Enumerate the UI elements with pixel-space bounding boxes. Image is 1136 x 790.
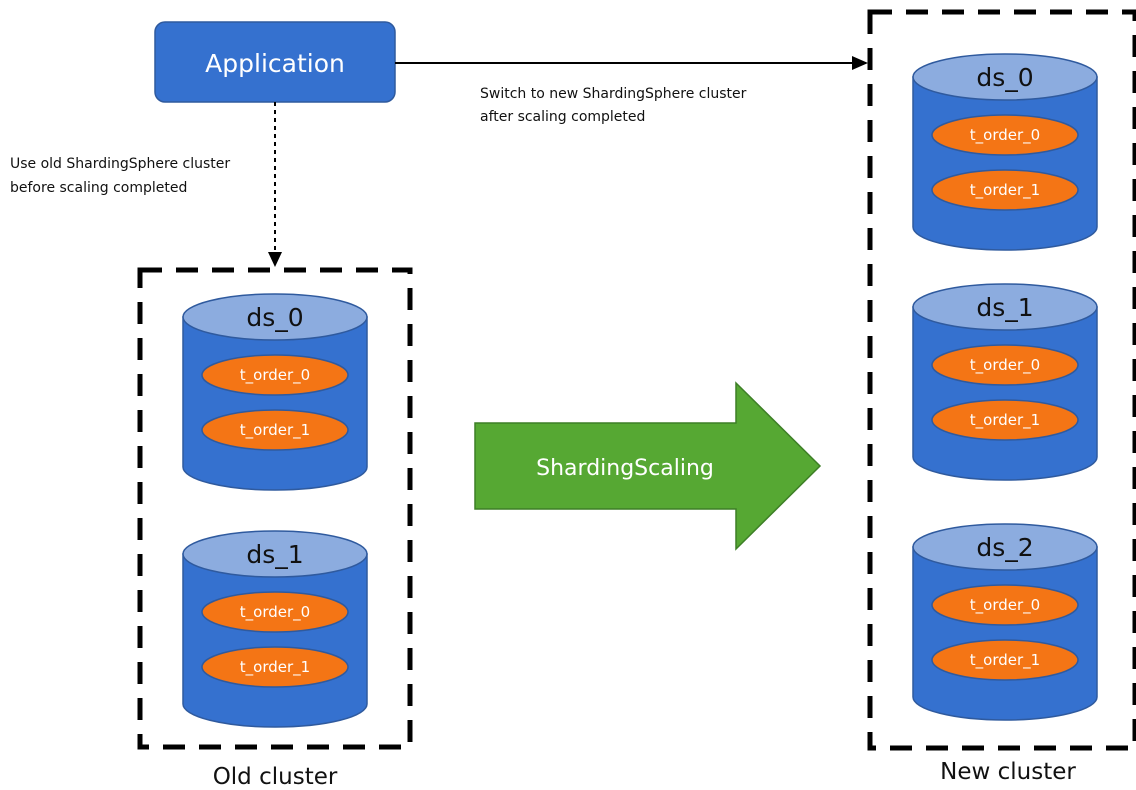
application-node: Application — [154, 21, 396, 103]
db-cylinder-top — [912, 283, 1098, 331]
switch-arrow-head — [852, 56, 868, 70]
table-shard-ellipse — [931, 169, 1079, 211]
db-cylinder-top — [912, 53, 1098, 101]
scaling-arrow-shape — [474, 381, 822, 551]
table-shard-label: t_order_0 — [970, 356, 1040, 375]
table-shard-label: t_order_1 — [240, 658, 310, 677]
db-cylinder-body — [182, 553, 368, 728]
old-cluster-border — [137, 267, 413, 750]
new-path-note-line-1: Switch to new ShardingSphere cluster — [480, 86, 747, 102]
table-shard-ellipse — [931, 344, 1079, 386]
db-cylinder-body — [912, 306, 1098, 481]
old-path-note-line-2: before scaling completed — [10, 180, 187, 196]
table-shard-ellipse — [201, 591, 349, 633]
table-shard-ellipse — [931, 399, 1079, 441]
new-path-note-line-2: after scaling completed — [480, 109, 645, 125]
db-cylinder-top — [912, 523, 1098, 571]
table-shard-ellipse — [931, 584, 1079, 626]
old-db-0: ds_0 t_order_0 t_order_1 — [182, 293, 368, 491]
table-shard-ellipse — [201, 409, 349, 451]
db-cylinder-body — [912, 546, 1098, 721]
table-shard-ellipse — [931, 114, 1079, 156]
old-cluster-databases: ds_0 t_order_0 t_order_1 ds_1 t_order_0 t_ord… — [182, 293, 368, 728]
old-db-1: ds_1 t_order_0 t_order_1 — [182, 530, 368, 728]
new-db-1: ds_1 t_order_0 t_order_1 — [912, 283, 1098, 481]
old-path-connector: Use old ShardingSphere cluster before sc… — [10, 102, 282, 267]
table-shard-ellipse — [201, 354, 349, 396]
table-shard-label: t_order_0 — [240, 603, 310, 622]
db-name-label: ds_2 — [976, 533, 1033, 562]
old-cluster-caption: Old cluster — [213, 764, 338, 790]
db-name-label: ds_1 — [976, 293, 1033, 322]
db-cylinder-top — [182, 293, 368, 341]
old-path-note-line-1: Use old ShardingSphere cluster — [10, 156, 230, 172]
table-shard-label: t_order_1 — [970, 411, 1040, 430]
table-shard-label: t_order_0 — [240, 366, 310, 385]
table-shard-ellipse — [931, 639, 1079, 681]
db-name-label: ds_0 — [246, 303, 303, 332]
new-db-0: ds_0 t_order_0 t_order_1 — [912, 53, 1098, 251]
old-cluster: Old cluster ds_0 t_order_0 t_order_1 ds_1 t_… — [137, 267, 413, 790]
new-cluster-caption: New cluster — [940, 759, 1076, 785]
db-name-label: ds_0 — [976, 63, 1033, 92]
table-shard-label: t_order_0 — [970, 126, 1040, 145]
table-shard-label: t_order_0 — [970, 596, 1040, 615]
db-cylinder-body — [182, 316, 368, 491]
scaling-arrow-label: ShardingScaling — [536, 456, 714, 481]
db-name-label: ds_1 — [246, 540, 303, 569]
db-cylinder-body — [912, 76, 1098, 251]
application-label: Application — [205, 49, 345, 78]
table-shard-ellipse — [201, 646, 349, 688]
old-path-arrow-head — [268, 252, 282, 267]
table-shard-label: t_order_1 — [970, 651, 1040, 670]
new-cluster-border — [867, 9, 1136, 751]
new-cluster-databases: ds_0 t_order_0 t_order_1 ds_1 t_order_0 t_ord… — [912, 53, 1098, 721]
table-shard-label: t_order_1 — [240, 421, 310, 440]
db-cylinder-top — [182, 530, 368, 578]
new-db-2: ds_2 t_order_0 t_order_1 — [912, 523, 1098, 721]
table-shard-label: t_order_1 — [970, 181, 1040, 200]
sharding-scaling-arrow: ShardingScaling — [474, 381, 822, 551]
switch-connector: Switch to new ShardingSphere cluster aft… — [395, 56, 868, 125]
new-cluster: New cluster ds_0 t_order_0 t_order_1 ds_1 t_… — [867, 9, 1136, 785]
